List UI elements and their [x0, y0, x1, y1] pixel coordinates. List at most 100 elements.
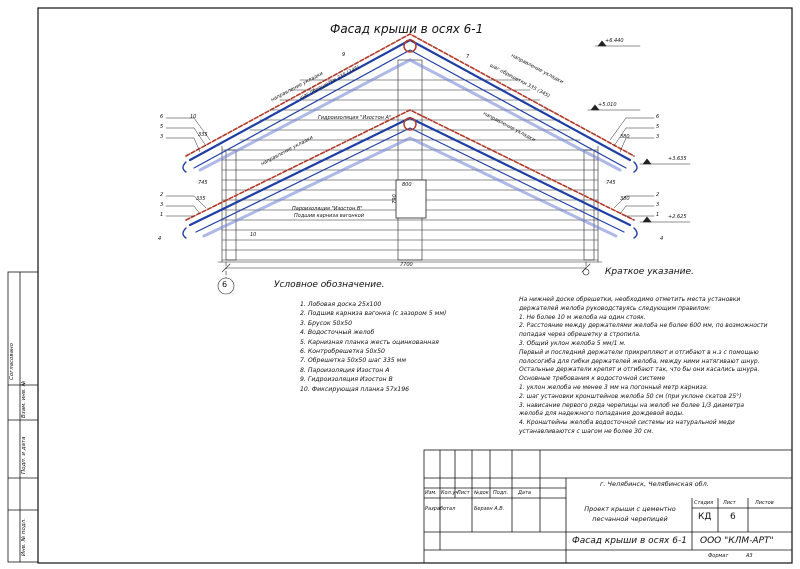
- callout-num: 2: [160, 192, 164, 198]
- upper-roof: [185, 33, 635, 172]
- callout-num: 5: [656, 124, 660, 130]
- callout-num: 3: [656, 202, 660, 208]
- note-line: 3. нависание первого ряда черепицы на же…: [519, 401, 745, 409]
- callout-num: 4: [158, 236, 162, 242]
- waterproof-a-label: Гидроизоляция "Изостон А": [318, 115, 392, 121]
- window-height: 790: [391, 194, 398, 204]
- tb-developed: Разработал: [425, 506, 456, 512]
- window: [395, 179, 427, 219]
- tb-col-podp: Подп.: [493, 490, 509, 496]
- callout-num: 10: [250, 232, 257, 238]
- legend-item: 8. Пароизоляция Изостон А: [300, 366, 390, 374]
- legend-item: 1. Лобовая доска 25х100: [300, 301, 382, 308]
- elevation-2: +5.010: [598, 102, 617, 108]
- note-line: желоба для надежного попадания дождевой …: [519, 410, 684, 418]
- axis-bubble-label: 6: [222, 280, 228, 289]
- dim-4: 745: [606, 180, 616, 186]
- legend: Условное обозначение. 1. Лобовая доска 2…: [274, 280, 447, 394]
- vapor-b-label: Пароизоляция "Изостон В": [292, 206, 363, 212]
- note-line: полосогиба для гибки держателей желоба, …: [519, 357, 760, 365]
- elevation-3: +3.635: [668, 156, 687, 162]
- tb-developer: Берзен А.В.: [474, 506, 505, 512]
- callout-leaders: [165, 117, 655, 217]
- elevation-top: +6.440: [605, 38, 624, 44]
- note-line: Первый и последний держатели прикрепляют…: [519, 348, 759, 356]
- note-line: 2. Расстояние между держателями желоба н…: [519, 322, 768, 330]
- elevation-4: +2.625: [668, 214, 687, 220]
- notes-heading: Краткое указание.: [605, 267, 694, 277]
- note-line: На нижней доске обрешетки, необходимо от…: [519, 296, 741, 303]
- note-line: Основные требования к водосточной систем…: [519, 375, 666, 383]
- drawing-title: Фасад крыши в осях 6-1: [330, 22, 484, 36]
- tb-col-koluch: Кол.уч: [441, 490, 459, 496]
- tb-format: А3: [746, 553, 753, 559]
- callout-num: 3: [656, 134, 660, 140]
- note-line: 3. Общий уклон желоба 5 мм/1 м.: [519, 339, 626, 347]
- tb-project: Проект крыши с цементно песчанной черепи…: [584, 505, 676, 523]
- legend-item: 9. Гидроизоляция Изостон В: [300, 376, 393, 384]
- note-line: Остальные держатели крепят и отгибают та…: [519, 366, 760, 374]
- legend-item: 4. Водосточный желоб: [300, 329, 375, 337]
- tb-company: ООО "КЛМ-АРТ": [700, 536, 774, 546]
- callout-num: 6: [160, 114, 164, 120]
- window-width: 800: [402, 182, 412, 188]
- callout-num: 6: [656, 114, 660, 120]
- tb-sheet-title: Фасад крыши в осях 6-1: [572, 536, 687, 546]
- dim-2: 335: [196, 196, 206, 202]
- cladding-label: Подшив карниза вагонкой: [294, 213, 365, 219]
- callout-num: 9: [342, 52, 346, 58]
- legend-item: 3. Брусок 50х50: [300, 319, 353, 327]
- tb-stage: КД: [698, 512, 712, 522]
- legend-item: 7. Обрешетка 50х50 шаг 335 мм: [300, 357, 407, 365]
- title-block-grid: [423, 449, 793, 564]
- ridge-cap-lower: [403, 117, 417, 131]
- callout-num: 4: [660, 236, 664, 242]
- tb-col-data: Дата: [518, 490, 531, 496]
- axis-6: [217, 261, 591, 295]
- stamp-replaced: Взам. инв. №: [21, 380, 27, 418]
- callout-num: 2: [656, 192, 660, 198]
- tb-sheet: 6: [730, 512, 736, 522]
- legend-heading: Условное обозначение.: [274, 280, 385, 290]
- tb-col-list: Лист: [457, 490, 470, 496]
- callout-num: 3: [160, 202, 164, 208]
- note-line: 1. Не более 10 м желоба на один стояк.: [519, 313, 646, 321]
- roof-elevation: [165, 33, 691, 295]
- note-line: 1. уклон желоба не менее 3 мм на погонны…: [519, 383, 709, 391]
- tb-stage-label: Стадия: [694, 500, 714, 506]
- tb-format-label: Формат: [708, 553, 729, 559]
- tb-col-ndok: №док: [474, 490, 489, 496]
- legend-item: 5. Карнизная планка жесть оцинкованная: [300, 338, 439, 346]
- callout-num: 1: [160, 212, 164, 218]
- tb-col-izm: Изм.: [425, 490, 437, 496]
- callout-num: 10: [190, 114, 197, 120]
- legend-item: 2. Подшив карниза вагонка (с зазором 5 м…: [300, 310, 447, 318]
- dim-3: 745: [198, 180, 208, 186]
- dim-6: 380: [620, 196, 630, 202]
- gutters: [182, 161, 638, 239]
- note-line: устанавливаются с шагом не более 30 см.: [519, 427, 654, 435]
- stamp-inv: Инв. № подл.: [21, 518, 27, 556]
- note-line: 2. шаг установки кронштейнов желоба 50 с…: [519, 392, 742, 400]
- ridge-cap-top: [403, 39, 417, 53]
- note-line: попадая через обрешетку в стропила.: [519, 331, 641, 339]
- dim-5: 380: [620, 134, 630, 140]
- callout-num: 1: [656, 212, 660, 218]
- legend-item: 10. Фиксирующая планка 57х196: [300, 385, 410, 393]
- callout-num: 7: [466, 54, 470, 60]
- note-line: держателей желоба руководствуясь следующ…: [519, 304, 711, 312]
- tb-location: г. Челябинск, Челябинская обл.: [600, 480, 709, 488]
- stamp-agreed: Согласовано: [9, 343, 15, 380]
- side-stamp: [7, 271, 39, 563]
- dim-1: 335: [198, 132, 208, 138]
- elevation-markers: [587, 40, 691, 223]
- callout-num: 5: [160, 124, 164, 130]
- legend-item: 6. Контробрешетка 50х50: [300, 348, 385, 356]
- stamp-signature: Подп. и дата: [21, 436, 27, 474]
- notes: Краткое указание. На нижней доске обреше…: [519, 268, 789, 437]
- tb-sheets-label: Листов: [755, 500, 774, 506]
- note-line: 4. Кронштейны желоба водосточной системы…: [519, 419, 735, 427]
- callout-num: 3: [160, 134, 164, 140]
